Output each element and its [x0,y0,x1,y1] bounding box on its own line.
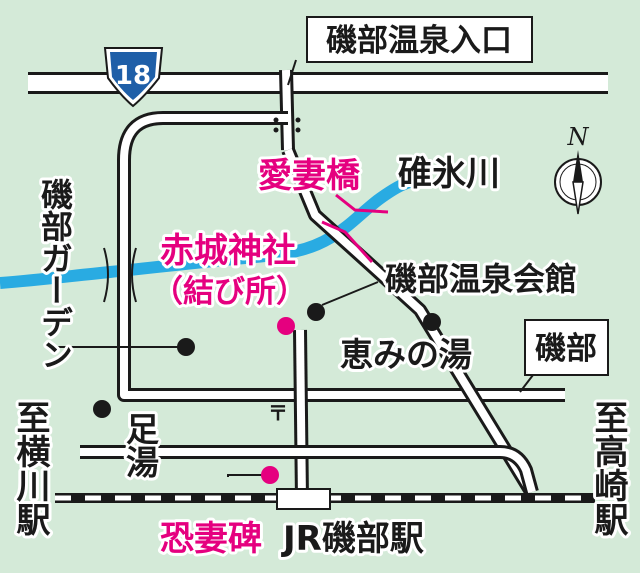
isobe-garden-marker[interactable] [177,338,195,356]
entrance-label: 磯部温泉入口 [326,23,512,59]
footbath-marker[interactable] [93,400,111,418]
to-takasaki-label: 至高崎駅 [588,400,628,537]
aizuma-bridge-symbol [321,193,389,264]
jr-isobe-station-building [276,488,331,510]
community-hall-label: 磯部温泉会館 [385,260,577,298]
leader-lines [58,59,534,477]
megumi-bath-label: 恵みの湯 [340,335,472,374]
to-yokokawa-label: 至横川駅 [10,400,50,537]
musubi-place-label: （結び所） [152,274,307,310]
isobe-garden-label: 磯部ガーデン [36,178,74,370]
aizuma-bridge-label: 愛妻橋 [258,156,360,196]
route-number: 18 [115,61,151,91]
footbath-label: 足湯 [121,412,160,478]
north-arrow: N [554,123,602,215]
junction-dots [273,117,301,133]
north-label: N [567,123,590,151]
route-18-shield: 18 [103,47,164,108]
usui-river-label: 碓氷川 [398,154,500,194]
community-hall-marker[interactable] [307,303,325,321]
usui-river [0,172,431,289]
akagi-shrine-label: 赤城神社 [160,231,296,271]
megumi-bath-marker[interactable] [423,313,441,331]
post-office-symbol: 〒 [268,401,288,425]
bridge-symbol-garden [103,247,137,303]
monument-marker[interactable] [261,466,279,484]
isobe-label: 磯部 [535,331,597,367]
jr-station-label: JR磯部駅 [281,519,424,559]
akagi-shrine-marker[interactable] [277,317,295,335]
entrance-label-box: 磯部温泉入口 [306,16,533,63]
monument-label: 恐妻碑 [160,519,262,559]
isobe-label-box: 磯部 [524,319,609,376]
